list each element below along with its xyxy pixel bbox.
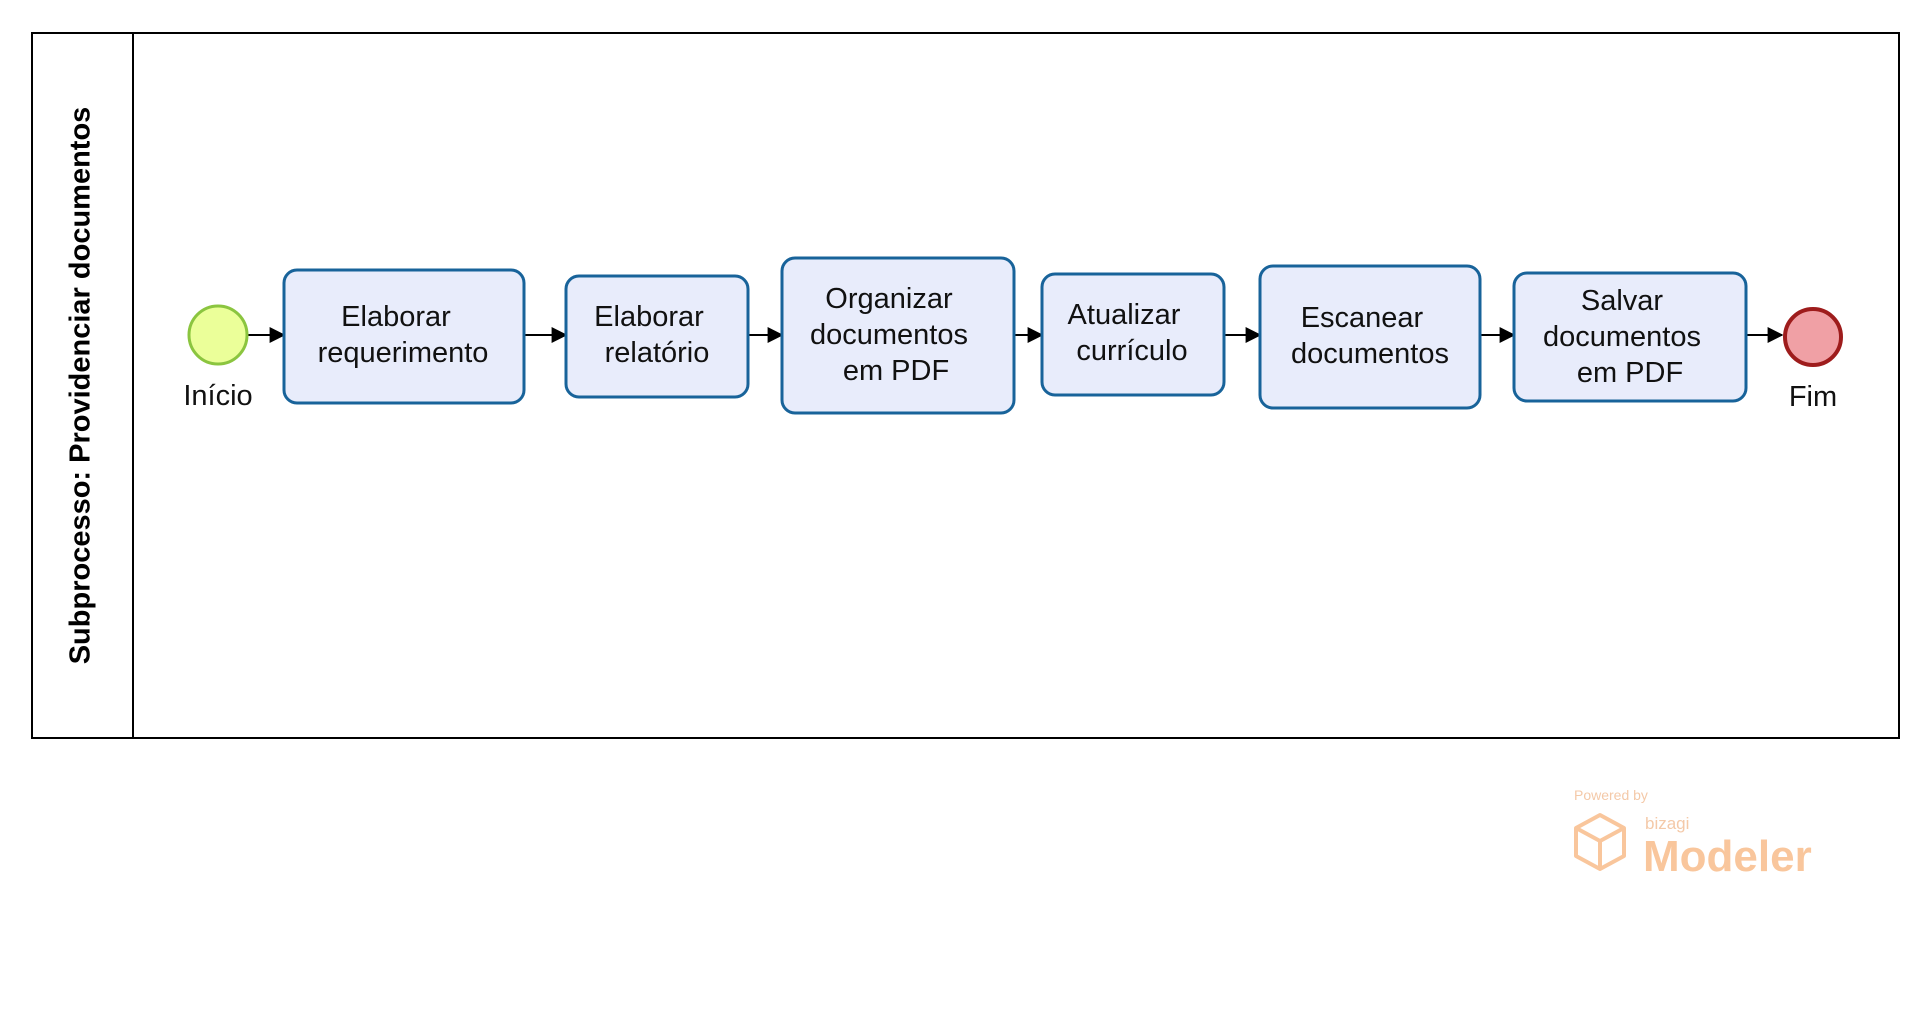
task-1[interactable]: Elaborar requerimento [282, 268, 526, 405]
task-6-box[interactable] [1512, 271, 1748, 403]
task-3[interactable]: Organizar documentos em PDF [780, 256, 1016, 415]
task-3-line-2: documentos [810, 319, 968, 351]
task-6-line-2: documentos [1543, 321, 1701, 353]
task-3-line-1: Organizar [825, 283, 953, 315]
watermark-brand: bizagi [1645, 814, 1689, 833]
watermark-powered-by: Powered by [1574, 787, 1648, 803]
task-5-box[interactable] [1258, 264, 1482, 410]
pool-border [31, 32, 1900, 739]
bizagi-cube-icon [1574, 813, 1626, 871]
start-event-label: Início [183, 380, 252, 412]
watermark: Powered by bizagi Modeler [1574, 787, 1812, 881]
task-4-label: Atualizar currículo [1068, 299, 1189, 367]
end-event-label: Fim [1789, 381, 1837, 413]
task-1-box[interactable] [282, 268, 526, 405]
task-4-box[interactable] [1040, 272, 1226, 397]
task-2-line-1: Elaborar [594, 301, 704, 333]
task-3-label: Organizar documentos em PDF [810, 283, 976, 387]
end-event-circle[interactable] [1783, 307, 1843, 367]
task-4[interactable]: Atualizar currículo [1040, 272, 1226, 397]
task-1-label: Elaborar requerimento [318, 301, 489, 369]
task-2-box[interactable] [564, 274, 750, 399]
task-6-line-3: em PDF [1577, 357, 1683, 389]
start-event[interactable]: Início [183, 304, 253, 412]
task-1-line-1: Elaborar [341, 301, 451, 333]
task-2-label: Elaborar relatório [594, 301, 712, 369]
task-6-label: Salvar documentos em PDF [1543, 285, 1709, 389]
pool-label: Subprocesso: Providenciar documentos [65, 107, 97, 665]
task-1-line-2: requerimento [318, 337, 489, 369]
end-event[interactable]: Fim [1783, 307, 1843, 413]
task-5-line-2: documentos [1291, 338, 1449, 370]
task-4-line-2: currículo [1076, 335, 1187, 367]
pool: Subprocesso: Providenciar documentos [31, 32, 1900, 739]
watermark-product: Modeler [1643, 832, 1812, 881]
task-5[interactable]: Escanear documentos [1258, 264, 1482, 410]
task-4-line-1: Atualizar [1068, 299, 1181, 331]
task-3-box[interactable] [780, 256, 1016, 415]
task-2-line-2: relatório [605, 337, 710, 369]
task-3-line-3: em PDF [843, 355, 949, 387]
task-2[interactable]: Elaborar relatório [564, 274, 750, 399]
task-6-line-1: Salvar [1581, 285, 1664, 317]
start-event-circle[interactable] [187, 304, 249, 366]
task-6[interactable]: Salvar documentos em PDF [1512, 271, 1748, 403]
task-5-line-1: Escanear [1301, 302, 1424, 334]
task-5-label: Escanear documentos [1291, 302, 1449, 370]
